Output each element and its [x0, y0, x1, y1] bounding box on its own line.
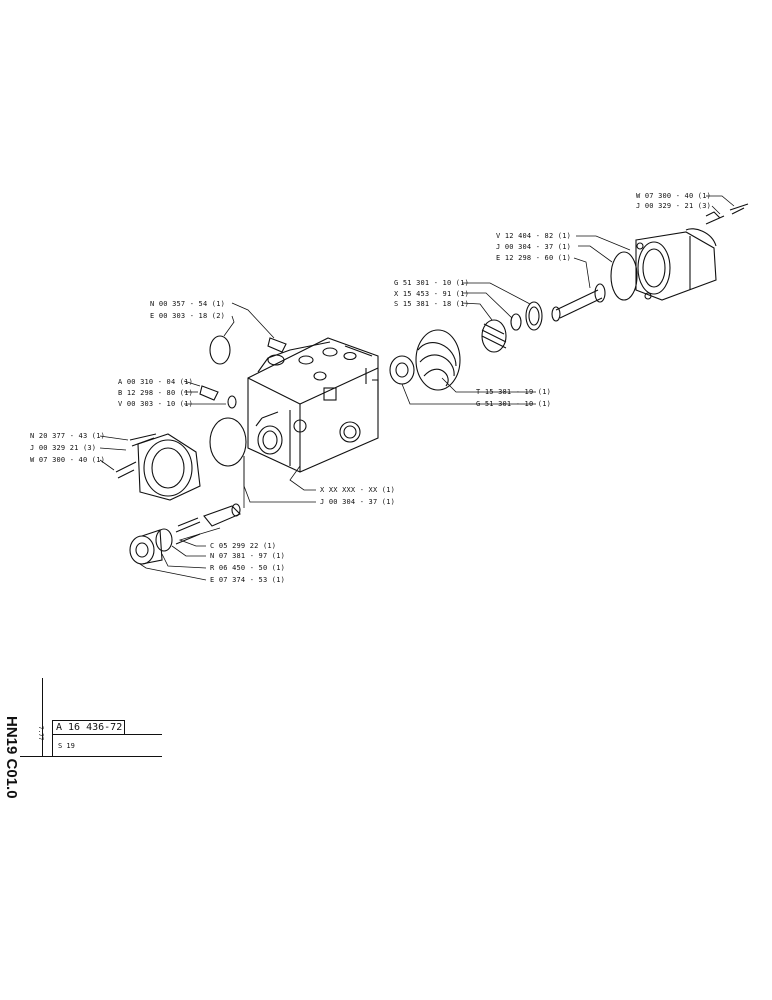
part-label-j00329-21-top: J 00 329 - 21 (3): [636, 202, 712, 210]
leader-lines: [99, 195, 735, 581]
part-label-e07374-53: E 07 374 - 53 (1): [210, 576, 286, 584]
part-label-j00329-21-left: J 00 329 21 (3): [30, 444, 97, 452]
part-label-c05299-22: C 05 299 22 (1): [210, 542, 277, 550]
part-label-n20377-43: N 20 377 - 43 (1): [30, 432, 106, 440]
part-label-v12404-82: V 12 404 - 82 (1): [496, 232, 572, 240]
part-label-g51301-10-top: G 51 301 - 10 (1): [394, 279, 470, 287]
part-label-s15381-18: S 15 381 - 18 (1): [394, 300, 470, 308]
part-label-e00303-18: E 00 303 - 18 (2): [150, 312, 226, 320]
drawing-code: HN19 C01.0: [3, 716, 20, 799]
part-label-n00357-54: N 00 357 - 54 (1): [150, 300, 226, 308]
part-label-w07300-40-top: W 07 300 - 40 (1): [636, 192, 712, 200]
part-label-r06450-50: R 06 450 - 50 (1): [210, 564, 286, 572]
drawing-code-vertical: HN19 C01.0: [3, 678, 38, 799]
part-number: A 16 436-72: [56, 722, 123, 733]
left-cover-assembly: [115, 335, 287, 501]
title-block-inner-divider: [52, 720, 53, 756]
part-label-g51301-10-mid: G 51 301 - 10 (1): [476, 400, 552, 408]
part-label-n07381-97: N 07 381 - 97 (1): [210, 552, 286, 560]
title-block-divider: [42, 678, 43, 756]
part-label-j00304-37-bottom: J 00 304 - 37 (1): [320, 498, 396, 506]
part-label-j00304-37-top: J 00 304 - 37 (1): [496, 243, 572, 251]
bottom-subassembly: [129, 503, 241, 565]
part-label-t15381-19: T 15 381 - 19 (1): [476, 388, 552, 396]
title-block-bottom-rule: [20, 756, 162, 757]
part-label-a00310-04: A 00 310 - 04 (1): [118, 378, 194, 386]
part-label-v00303-10: V 00 303 - 10 (1): [118, 400, 194, 408]
title-block-mid-rule: [52, 734, 162, 735]
revision-code: 7.77: [37, 726, 44, 741]
part-label-e12298-60: E 12 298 - 60 (1): [496, 254, 572, 262]
part-label-x15453-91: X 15 453 - 91 (1): [394, 290, 470, 298]
part-label-xxx: X XX XXX - XX (1): [320, 486, 396, 494]
part-number-side-rule: [124, 720, 125, 734]
cylinder-assembly: [389, 203, 749, 391]
valve-body: [247, 337, 379, 473]
part-number-top-rule: [52, 720, 124, 721]
model-name: S 19: [58, 742, 75, 750]
part-label-b12298-80: B 12 298 - 80 (1): [118, 389, 194, 397]
part-label-w07300-40-left: W 07 300 - 40 (1): [30, 456, 106, 464]
